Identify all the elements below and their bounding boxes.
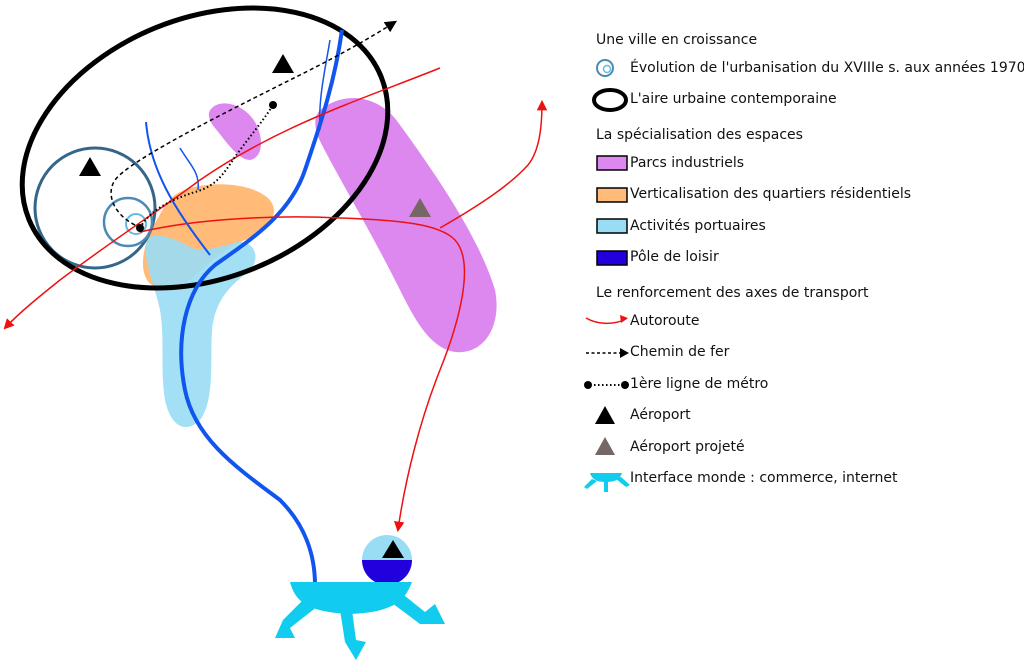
legend-row-planned-airport: Aéroport projeté xyxy=(578,431,1018,463)
legend-section-growth: Une ville en croissance xyxy=(596,32,758,48)
urbanisation-circles-icon xyxy=(596,59,614,78)
legend-label-residential: Verticalisation des quartiers résidentie… xyxy=(630,186,912,203)
planned-airport-icon-legend xyxy=(595,437,615,456)
legend-label-urbanisation: Évolution de l'urbanisation du XVIIIe s.… xyxy=(630,59,1024,76)
river-branch-north xyxy=(318,39,331,131)
legend-label-port: Activités portuaires xyxy=(630,217,766,234)
metro-station-east xyxy=(269,101,277,109)
legend-label-leisure: Pôle de loisir xyxy=(630,249,719,266)
legend-row-port: Activités portuaires xyxy=(578,210,1018,242)
leisure-pole-icon xyxy=(362,535,412,585)
legend-label-metro: 1ère ligne de métro xyxy=(630,375,769,392)
urban-area-ellipse-icon xyxy=(592,87,628,112)
river-tributary xyxy=(145,121,211,256)
legend-row-railway: Chemin de fer xyxy=(578,337,1018,369)
legend-label-urban-area: L'aire urbaine contemporaine xyxy=(630,91,837,108)
industrial-swatch-icon xyxy=(596,155,628,171)
legend-row-airport: Aéroport xyxy=(578,400,1018,432)
port-swatch-icon xyxy=(596,218,628,234)
airport-icon-west xyxy=(79,157,101,176)
legend-label-airport: Aéroport xyxy=(630,407,691,424)
highway-northeast xyxy=(439,99,548,229)
legend-section-specialisation: La spécialisation des espaces xyxy=(596,127,803,143)
legend-label-railway: Chemin de fer xyxy=(630,344,730,361)
planned-airport-icon xyxy=(409,198,431,217)
legend-row-industrial: Parcs industriels xyxy=(578,147,1018,179)
railway-arrow-icon xyxy=(586,347,629,358)
map-legend: Une ville en croissance Évolution de l'u… xyxy=(578,28,1024,495)
industrial-park-east xyxy=(315,98,497,353)
river-main xyxy=(179,29,344,586)
leisure-swatch-icon xyxy=(596,250,628,266)
metro-station-west xyxy=(136,224,144,232)
metro-line-icon xyxy=(584,381,629,390)
legend-row-leisure: Pôle de loisir xyxy=(578,242,1018,274)
legend-section-transport: Le renforcement des axes de transport xyxy=(596,285,869,301)
legend-row-highway: Autoroute xyxy=(578,305,1018,337)
industrial-park-north xyxy=(208,103,262,160)
legend-row-metro: 1ère ligne de métro xyxy=(578,368,1018,400)
legend-label-world-interface: Interface monde : commerce, internet xyxy=(630,470,898,487)
legend-row-urbanisation: Évolution de l'urbanisation du XVIIIe s.… xyxy=(578,52,1024,84)
highway-arrow-icon xyxy=(585,315,628,325)
airport-icon-south xyxy=(382,540,404,558)
world-interface-icon xyxy=(275,582,445,660)
highway-south xyxy=(139,216,466,533)
railway-line xyxy=(110,20,398,226)
legend-label-highway: Autoroute xyxy=(630,312,700,329)
world-interface-legend-icon xyxy=(584,472,630,492)
legend-row-residential: Verticalisation des quartiers résidentie… xyxy=(578,179,1018,211)
legend-label-industrial: Parcs industriels xyxy=(630,154,745,171)
legend-row-urban-area: L'aire urbaine contemporaine xyxy=(578,84,1018,116)
legend-label-planned-airport: Aéroport projeté xyxy=(630,438,745,455)
urbanisation-circle-outer xyxy=(33,146,157,270)
urbanisation-circle-middle xyxy=(102,196,154,248)
airport-icon-north xyxy=(272,54,294,73)
urban-area-ellipse xyxy=(19,5,391,291)
legend-row-world-interface: Interface monde : commerce, internet xyxy=(578,463,1018,495)
port-activities-zone xyxy=(145,235,256,428)
river-branch-west xyxy=(179,147,199,191)
airport-icon xyxy=(595,405,615,424)
urbanisation-circle-inner xyxy=(125,213,147,235)
residential-swatch-icon xyxy=(596,187,628,203)
